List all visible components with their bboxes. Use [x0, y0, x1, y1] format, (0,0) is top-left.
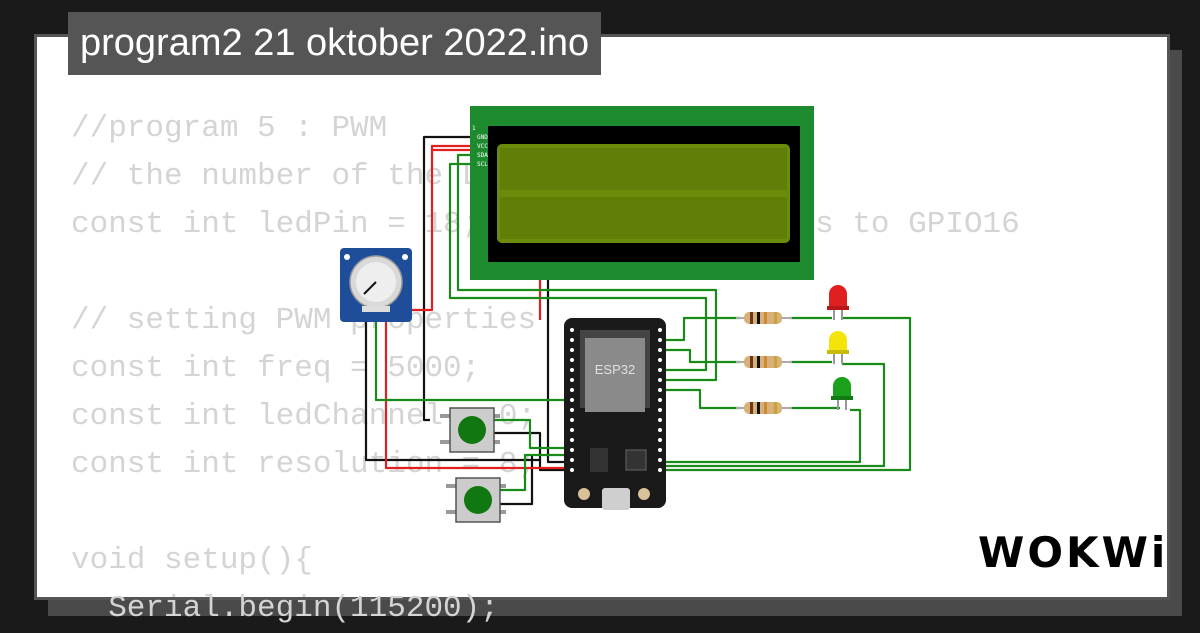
code-line: // the number of the LED pin [71, 159, 592, 194]
esp32-board[interactable]: ESP32 [564, 318, 666, 510]
resistor-3 [736, 402, 792, 414]
wire-gnd-pot [364, 316, 540, 462]
project-title: program2 21 oktober 2022.ino [68, 12, 602, 75]
wire-vcc-pot [384, 316, 570, 470]
wire-btn2 [500, 453, 570, 492]
wire-scl [448, 162, 708, 372]
push-button-1[interactable] [440, 407, 500, 453]
lcd-pin-label: VCC [477, 143, 488, 150]
push-button-2[interactable] [446, 477, 506, 523]
wire-gnd-btn1 [492, 431, 570, 472]
code-line: // setting PWM properties [71, 303, 537, 338]
led-red[interactable] [827, 285, 849, 320]
wokwi-logo: WOKWi [978, 528, 1169, 577]
code-line: void setup(){ [71, 543, 313, 578]
wire-gnd-led-g [660, 408, 862, 464]
code-line: const int freq = 5000; [71, 351, 481, 386]
code-line: //program 5 : PWM [71, 111, 388, 146]
wire-gnd-lcd [422, 135, 474, 422]
wire-gnd-leds [660, 316, 912, 472]
code-line: const int ledChannel = 0; [71, 399, 537, 434]
lcd-pin-label: GND [477, 134, 488, 141]
wire-sda [456, 153, 718, 382]
lcd-pin-label: SDA [477, 152, 488, 159]
wire-btn1 [492, 418, 570, 450]
potentiometer[interactable] [340, 248, 412, 322]
resistor-1 [736, 312, 792, 324]
wire-led-green [660, 388, 740, 410]
code-line: const int resolution = 8; [71, 447, 537, 482]
led-green[interactable] [831, 377, 853, 410]
code-line: Serial.begin(115200); [71, 591, 499, 626]
wire-led-yellow [660, 348, 740, 364]
wire-gnd-led-y [660, 362, 886, 468]
lcd-display[interactable]: 1 GND VCC SDA SCL [470, 106, 814, 280]
led-yellow[interactable] [827, 331, 849, 364]
esp32-label: ESP32 [595, 362, 635, 377]
wire-led-red [660, 316, 740, 342]
resistor-2 [736, 356, 792, 368]
lcd-pin-label: 1 [472, 125, 476, 132]
lcd-pin-label: SCL [477, 161, 488, 168]
wire-gnd-btn2 [500, 455, 534, 506]
